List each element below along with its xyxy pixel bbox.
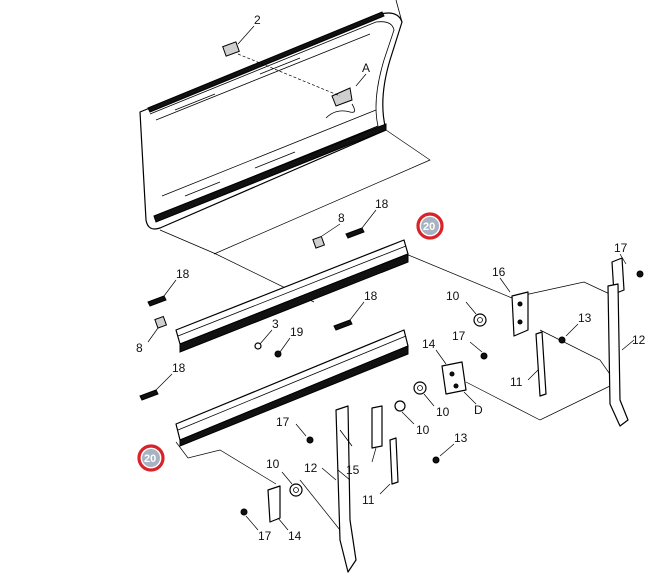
bolt-17-mid (469, 341, 488, 360)
label-13-right: 13 (578, 311, 592, 325)
label-8-upper: 8 (338, 211, 345, 225)
label-17-top: 17 (614, 241, 628, 255)
label-18-mid: 18 (364, 289, 378, 303)
pin-3 (254, 329, 273, 350)
callout-20-upper-label: 20 (423, 221, 435, 233)
label-d: D (474, 403, 483, 417)
washer-10-low (394, 400, 415, 425)
bracket-16 (499, 277, 529, 337)
label-15: 15 (346, 463, 360, 477)
label-10-mid: 10 (436, 405, 450, 419)
bolt-13-low (432, 443, 455, 464)
cable-11-low (379, 437, 399, 495)
label-10-low: 10 (416, 423, 430, 437)
label-17-bottom: 17 (258, 529, 272, 543)
hinge-14-bottom (267, 485, 289, 531)
bolt-13-right (558, 323, 579, 344)
label-11-right: 11 (510, 375, 523, 389)
label-13-low: 13 (454, 431, 468, 445)
label-18-upper: 18 (375, 197, 389, 211)
screw-upper-18 (345, 209, 377, 239)
screw-mid-18 (333, 301, 365, 331)
label-2: 2 (254, 13, 261, 27)
upper-rail (175, 239, 409, 353)
label-17-mid: 17 (452, 329, 466, 343)
washer-10-right (465, 301, 487, 327)
label-3: 3 (272, 317, 279, 331)
label-17-left: 17 (276, 415, 290, 429)
washer-10-bottom (281, 471, 303, 497)
label-11-low: 11 (362, 493, 375, 507)
label-19: 19 (290, 325, 304, 339)
screw-lower-18 (139, 373, 173, 401)
label-18-lower: 18 (172, 361, 186, 375)
screw-19 (274, 337, 291, 358)
hinge-14-right (435, 349, 477, 405)
washer-10-mid (413, 381, 435, 407)
clip-left-8 (147, 315, 168, 343)
lower-rail (175, 329, 409, 447)
label-12-right: 12 (632, 333, 646, 347)
latch-assembly-a (237, 53, 367, 119)
label-a: A (362, 61, 370, 75)
cable-11-right (527, 331, 547, 397)
clip-upper-8 (312, 223, 341, 249)
label-14-bottom: 14 (288, 529, 302, 543)
bolt-17-bottom (240, 508, 259, 531)
label-18-left: 18 (176, 267, 190, 281)
rod-12-right (607, 283, 635, 427)
door-panel (139, 0, 403, 230)
label-14-right: 14 (422, 337, 436, 351)
callout-20-lower: 20 (137, 444, 165, 472)
callout-20-upper: 20 (416, 212, 444, 240)
bolt-17-left (295, 423, 314, 444)
rod-12-left (321, 405, 357, 573)
label-16: 16 (492, 265, 506, 279)
label-12-left: 12 (304, 461, 318, 475)
bracket-15 (371, 405, 383, 463)
label-8-left: 8 (136, 341, 143, 355)
label-10-right: 10 (446, 289, 460, 303)
screw-left-18 (147, 279, 177, 307)
clip-2 (222, 25, 255, 57)
label-10-bottom: 10 (266, 457, 280, 471)
callout-20-lower-label: 20 (144, 453, 156, 465)
